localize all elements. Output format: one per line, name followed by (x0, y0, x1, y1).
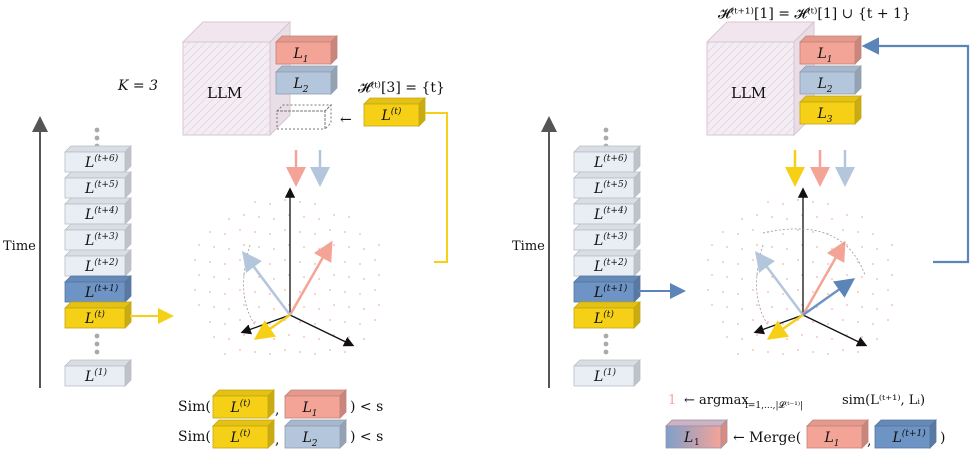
ellipsis-dots-bottom (94, 333, 100, 355)
timeline-box: L(t+2) (64, 249, 132, 277)
argmax-text: ← argmax (684, 393, 749, 408)
embedding-space-right (707, 187, 893, 355)
timeline-box: L(t+1) (573, 275, 641, 303)
merge-arg-l1: L1 (806, 419, 869, 449)
point-cloud (707, 199, 893, 355)
merged-result-sub: 1 (694, 438, 700, 448)
timeline-box: L(t+5) (64, 171, 132, 199)
timeline-box: L(t+3) (64, 223, 132, 251)
sim-current-box: L(t) (212, 389, 275, 419)
llm-label: LLM (207, 84, 242, 102)
llm-cube-right: LLM (705, 20, 816, 137)
vector-l2 (755, 251, 804, 316)
timeline-box: L(t+4) (573, 197, 641, 225)
yellow-loop-connector (425, 112, 448, 263)
timeline-box: L(t+6) (64, 145, 132, 173)
sim-target-box: L1 (284, 389, 347, 419)
axis-x (802, 314, 868, 347)
timeline-box: L(t) (573, 301, 641, 329)
vector-l2 (242, 251, 291, 316)
k-label: K = 3 (117, 78, 158, 94)
llm-cube: LLM (181, 20, 292, 137)
angle-arc-top (762, 228, 866, 276)
right-panel: Time L(t+6)L(t+5)L(t+4)L(t+3)L(t+2)L(t+1… (512, 6, 970, 449)
incoming-layer: L(t) (363, 97, 426, 127)
argmax-subscript: i=1,...,|𝓛⁽ᵗ⁻¹⁾| (745, 400, 803, 411)
time-label: Time (3, 239, 36, 254)
angle-arc (756, 244, 769, 326)
timeline-box: L(t+3) (573, 223, 641, 251)
embedding-space (194, 187, 380, 355)
vector-lt (766, 313, 804, 340)
llm-layer-box: L1 (275, 35, 338, 65)
sim-target-box: L2 (284, 419, 347, 449)
empty-layer-slot (275, 103, 333, 131)
vector-lt1 (802, 278, 856, 317)
timeline-box: L(t+5) (573, 171, 641, 199)
timeline-box: L(t+4) (64, 197, 132, 225)
merge-feedback-arrow (861, 37, 970, 264)
timeline-box: L(1) (573, 359, 641, 387)
merged-result-label: L (683, 430, 693, 446)
sim-prefix: Sim( (178, 399, 211, 415)
time-label-right: Time (512, 239, 545, 254)
sim-prefix: Sim( (178, 429, 211, 445)
sim-formula-sim2: Sim(L(t), L2) < s (178, 419, 383, 449)
vector-l1 (288, 240, 333, 316)
timeline-box: L(t+1) (64, 275, 132, 303)
axis-y (753, 314, 804, 335)
sim-comma: , (275, 402, 279, 418)
llm-layer-box: L3 (799, 95, 862, 125)
llm-layer-box: L2 (275, 65, 338, 95)
sim-current-box: L(t) (212, 419, 275, 449)
axis-x (289, 314, 355, 347)
merge-comma: , (867, 433, 871, 449)
timeline-stack: L(t+6)L(t+5)L(t+4)L(t+3)L(t+2)L(t+1)L(t)… (64, 145, 132, 387)
sim-suffix: ) < s (350, 399, 383, 415)
timeline-box: L(t) (64, 301, 132, 329)
llm-layer-box: L2 (799, 65, 862, 95)
sim-suffix: ) < s (350, 429, 383, 445)
history-label: 𝓗⁽ᵗ⁾[3] = {t} (358, 80, 445, 96)
insert-arrow: ← (340, 112, 352, 128)
angle-arc (243, 244, 256, 326)
timeline-stack-right: L(t+6)L(t+5)L(t+4)L(t+3)L(t+2)L(t+1)L(t)… (573, 145, 641, 387)
axis-y (240, 314, 291, 335)
timeline-box: L(t+6) (573, 145, 641, 173)
argmax-formula: 1 ← argmax i=1,...,|𝓛⁽ᵗ⁻¹⁾| sim(L⁽ᵗ⁺¹⁾, … (668, 393, 925, 411)
merge-arg-lt1: L(t+1) (874, 419, 937, 449)
left-panel: Time L(t+6)L(t+5)L(t+4)L(t+3)L(t+2)L(t+1… (3, 20, 448, 449)
ellipsis-dots-top-right (603, 127, 609, 149)
incoming-layer-box: L(t) (363, 97, 426, 127)
vector-l1 (801, 240, 846, 316)
argmax-index: 1 (668, 393, 676, 408)
ellipsis-dots-bottom-right (603, 333, 609, 355)
history-update-label: 𝓗⁽ᵗ⁺¹⁾[1] = 𝓗⁽ᵗ⁾[1] ∪ {t + 1} (718, 6, 911, 22)
argmax-tail: sim(L⁽ᵗ⁺¹⁾, Lᵢ) (842, 393, 925, 408)
timeline-box: L(1) (64, 359, 132, 387)
point-cloud (194, 199, 380, 355)
merge-close: ) (940, 430, 945, 446)
sim-comma: , (275, 432, 279, 448)
ellipsis-dots-top (94, 127, 100, 149)
vector-lt (253, 313, 291, 340)
sim-formula-sim1: Sim(L(t), L1) < s (178, 389, 383, 419)
timeline-box: L(t+2) (573, 249, 641, 277)
similarity-formulas: Sim(L(t), L1) < s Sim(L(t), L2) < s (178, 389, 383, 449)
llm-layer-box: L1 (799, 35, 862, 65)
merge-text: ← Merge( (733, 430, 801, 446)
llm-label-right: LLM (731, 84, 766, 102)
